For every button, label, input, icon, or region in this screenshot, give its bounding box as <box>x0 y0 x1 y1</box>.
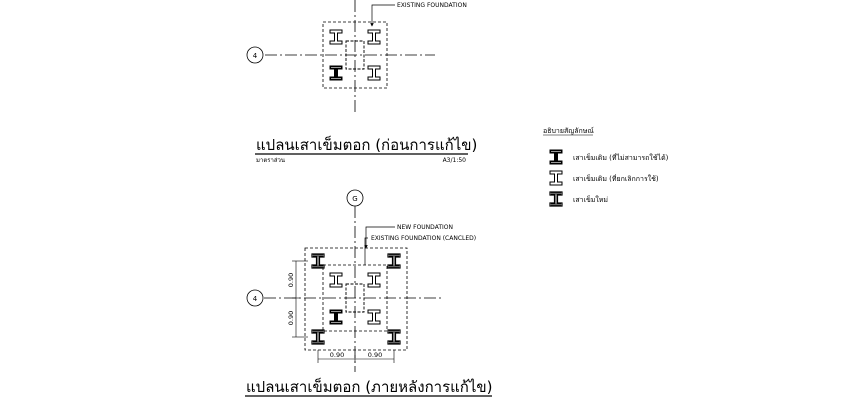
bottom-new-leader <box>364 226 395 249</box>
top-pile-br <box>367 65 381 81</box>
top-grid-bubble <box>246 46 264 64</box>
top-pile-tl <box>329 29 343 45</box>
bottom-existing-leader <box>364 237 368 265</box>
bottom-new-cap-outline <box>304 247 408 351</box>
top-scale-value: A3/1:50 <box>443 157 467 164</box>
bottom-existing-cancel-label: EXISTING FOUNDATION (CANCLED) <box>371 235 476 242</box>
top-column-outline <box>345 40 365 70</box>
new-pile-icon <box>549 191 563 207</box>
legend-item-3: เสาเข็มใหม่ <box>573 195 608 204</box>
top-pile-cap-outline <box>322 21 388 89</box>
top-plan-title: แปลนเสาเข็มตอก (ก่อนการแก้ไข) <box>256 135 477 154</box>
bottom-old-pile-tl <box>329 272 343 288</box>
top-plan: 4 EXISTING FOUNDATION แปลนเสาเข็มตอก (ก่… <box>246 0 477 164</box>
legend: อธิบายสัญลักษณ์ เสาเข็มเดิม (ที่ไม่สามาร… <box>543 127 669 207</box>
bottom-grid-bubble-left <box>246 289 264 307</box>
bottom-column-outline <box>345 283 365 313</box>
bottom-old-pile-bl <box>329 309 343 325</box>
top-grid-bubble-label: 4 <box>253 52 258 60</box>
existing-pile-used-icon <box>549 149 563 165</box>
bottom-new-pile-bl <box>311 329 325 345</box>
bottom-plan: G 4 NEW FOUNDATION EXISTING FOUNDATION (… <box>245 189 493 397</box>
bottom-new-pile-tl <box>311 253 325 269</box>
bottom-new-pile-tr <box>387 253 401 269</box>
bottom-old-pile-tr <box>367 272 381 288</box>
dim-left-bottom: 0.90 <box>287 311 295 325</box>
top-scale-label: มาตราส่วน <box>256 157 285 164</box>
legend-item-2: เสาเข็มเดิม (ที่ยกเลิกการใช้) <box>573 174 659 183</box>
top-pile-bl <box>329 65 343 81</box>
top-existing-leader <box>370 4 395 27</box>
dim-bottom-right: 0.90 <box>368 351 382 359</box>
top-pile-tr <box>367 29 381 45</box>
top-existing-label: EXISTING FOUNDATION <box>397 2 467 9</box>
bottom-plan-title: แปลนเสาเข็มตอก (ภายหลังการแก้ไข) <box>246 377 493 396</box>
bottom-old-pile-br <box>367 309 381 325</box>
dim-bottom-left: 0.90 <box>330 351 344 359</box>
legend-item-1: เสาเข็มเดิม (ที่ไม่สามารถใช้ได้) <box>573 153 669 162</box>
bottom-new-label: NEW FOUNDATION <box>397 224 453 231</box>
existing-pile-cancelled-icon <box>549 170 563 186</box>
bottom-existing-cap-outline <box>322 264 388 332</box>
bottom-grid-bubble-top-label: G <box>352 195 357 203</box>
legend-title: อธิบายสัญลักษณ์ <box>543 127 594 135</box>
bottom-grid-bubble-left-label: 4 <box>253 295 258 303</box>
bottom-new-pile-br <box>387 329 401 345</box>
dim-left-top: 0.90 <box>287 273 295 287</box>
